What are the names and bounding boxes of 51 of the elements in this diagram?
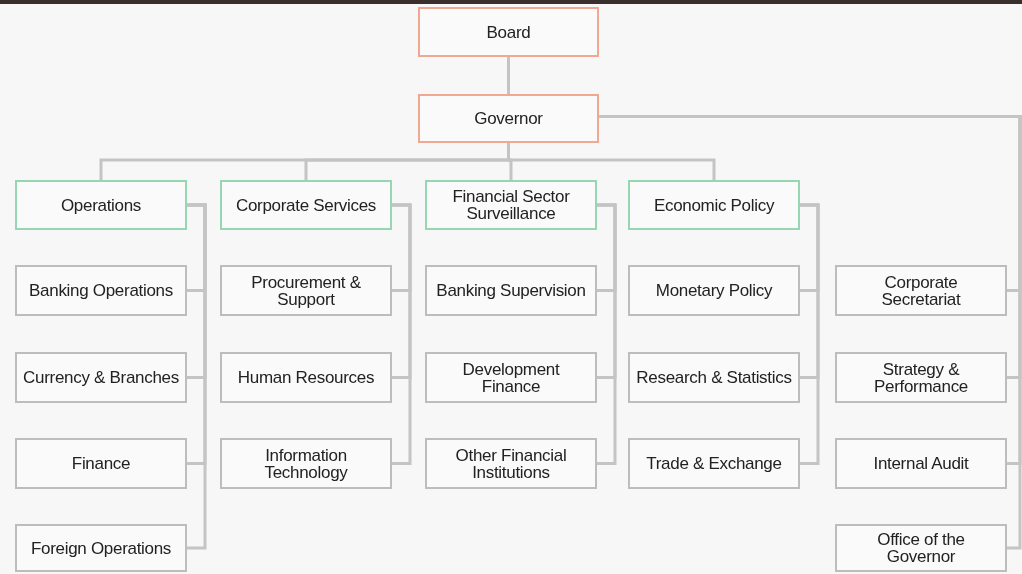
unit-name: Research & Statistics [635,369,793,386]
unit-name: Governor [473,110,544,127]
unit-name: Corporate Services [234,196,378,214]
connector-line [597,203,617,465]
department-box [628,265,800,316]
department-box [835,438,1007,489]
department-box [15,352,187,403]
unit-name: Development Finance [461,360,561,395]
unit-name: Financial Sector Surveillance [451,188,571,222]
unit-name: Operations [59,196,143,214]
unit-name: Finance [70,455,132,472]
unit-name: Corporate Secretariat [880,273,962,308]
unit-name: Monetary Policy [654,282,774,299]
unit-name: Human Resources [236,369,376,386]
division-box [220,180,392,230]
department-box [220,352,392,403]
unit-name: Office of the Governor [876,531,966,565]
department-box [15,265,187,316]
executive-box [418,94,599,143]
department-box [628,438,800,489]
unit-name: Currency & Branches [22,369,180,386]
unit-name: Internal Audit [872,455,970,472]
department-box [835,524,1007,572]
unit-name: Trade & Exchange [645,455,783,472]
department-box [835,265,1007,316]
department-box [220,265,392,316]
unit-name: Other Financial Institutions [454,446,568,481]
unit-name: Strategy & Performance [873,360,969,395]
unit-name: Banking Supervision [435,282,587,299]
unit-name: Information Technology [263,446,349,481]
department-box [835,352,1007,403]
unit-name: Banking Operations [28,282,174,299]
department-box [15,438,187,489]
unit-name: Procurement & Support [250,273,362,308]
division-box [15,180,187,230]
connector-line [392,203,412,465]
connector-line [187,203,207,550]
connector-line [507,57,510,94]
department-box [425,352,597,403]
department-box [628,352,800,403]
unit-name: Board [485,23,532,41]
department-box [15,524,187,572]
department-box [425,438,597,489]
connector-line [800,203,820,465]
department-box [220,438,392,489]
unit-name: Foreign Operations [29,539,173,557]
unit-name: Economic Policy [652,196,776,214]
department-box [425,265,597,316]
division-box [425,180,597,230]
division-box [628,180,800,230]
executive-box [418,7,599,57]
